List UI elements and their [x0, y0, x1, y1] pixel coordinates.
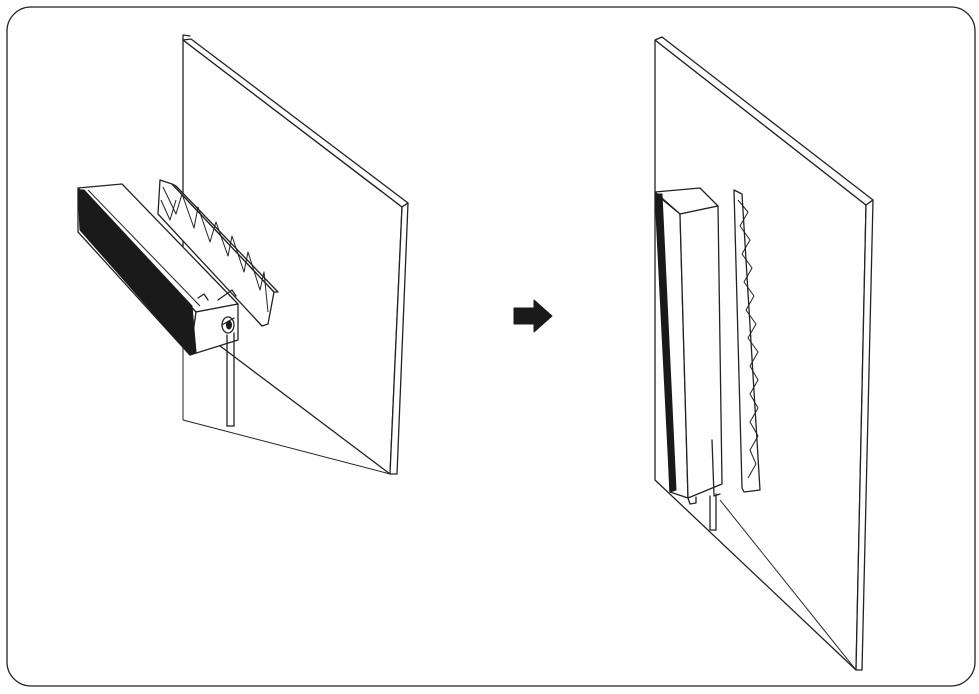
- right-arrow-icon: [513, 299, 553, 333]
- left-mounting-bracket: [157, 179, 279, 327]
- diagram-frame: [6, 6, 976, 687]
- right-scene: [654, 36, 874, 671]
- right-cable: [709, 493, 717, 531]
- left-mounting-screw: [221, 316, 235, 334]
- left-scene: [77, 34, 409, 475]
- left-cable: [226, 332, 235, 427]
- right-mounting-bracket: [733, 189, 761, 493]
- left-wall-panel: [182, 34, 409, 475]
- right-device-body: [654, 187, 723, 505]
- left-device-body: [77, 183, 239, 356]
